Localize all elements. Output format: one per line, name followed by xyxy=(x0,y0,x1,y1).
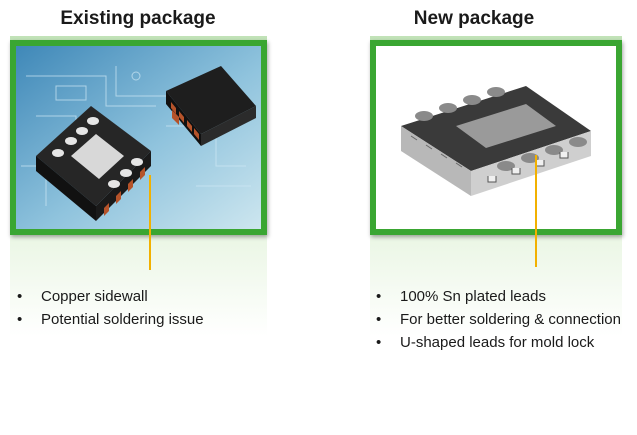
chip-front xyxy=(36,106,151,221)
new-package-bullets: 100% Sn plated leads For better solderin… xyxy=(373,287,633,356)
bullet-item: For better soldering & connection xyxy=(373,310,633,330)
new-package-heading: New package xyxy=(413,8,535,29)
existing-package-heading: Existing package xyxy=(60,8,216,29)
sn-plated-lead-pointer xyxy=(535,155,537,267)
chip-new xyxy=(401,86,591,196)
bullet-item: U-shaped leads for mold lock xyxy=(373,333,633,353)
chip-back xyxy=(166,66,256,146)
copper-sidewall-pointer xyxy=(149,175,151,270)
existing-package-image xyxy=(10,40,267,235)
existing-package-illustration xyxy=(16,46,261,229)
new-package-illustration xyxy=(376,46,616,229)
bullet-item: 100% Sn plated leads xyxy=(373,287,633,307)
bullet-item: Potential soldering issue xyxy=(14,310,264,330)
bullet-item: Copper sidewall xyxy=(14,287,264,307)
existing-package-bullets: Copper sidewall Potential soldering issu… xyxy=(14,287,264,333)
new-package-image xyxy=(370,40,622,235)
